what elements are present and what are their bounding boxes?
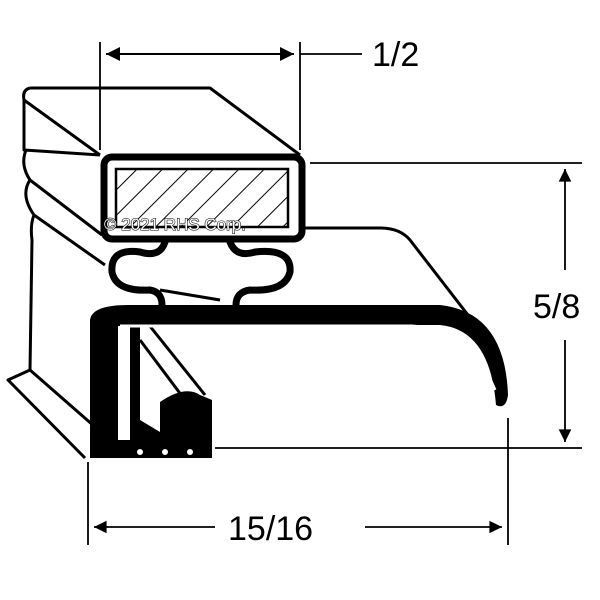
gasket-base bbox=[90, 305, 508, 458]
gasket-bellows bbox=[108, 238, 294, 309]
magnet-housing bbox=[100, 153, 306, 243]
dimension-right bbox=[215, 162, 582, 449]
dimension-top bbox=[99, 42, 362, 150]
dimension-label-bottom: 15/16 bbox=[228, 510, 313, 548]
copyright-watermark: © 2021 RHS Corp. bbox=[104, 215, 246, 234]
dimension-label-right: 5/8 bbox=[533, 288, 580, 326]
dimension-bottom bbox=[87, 418, 509, 545]
dimension-label-top: 1/2 bbox=[372, 36, 419, 74]
gasket-body-outline bbox=[6, 86, 497, 460]
